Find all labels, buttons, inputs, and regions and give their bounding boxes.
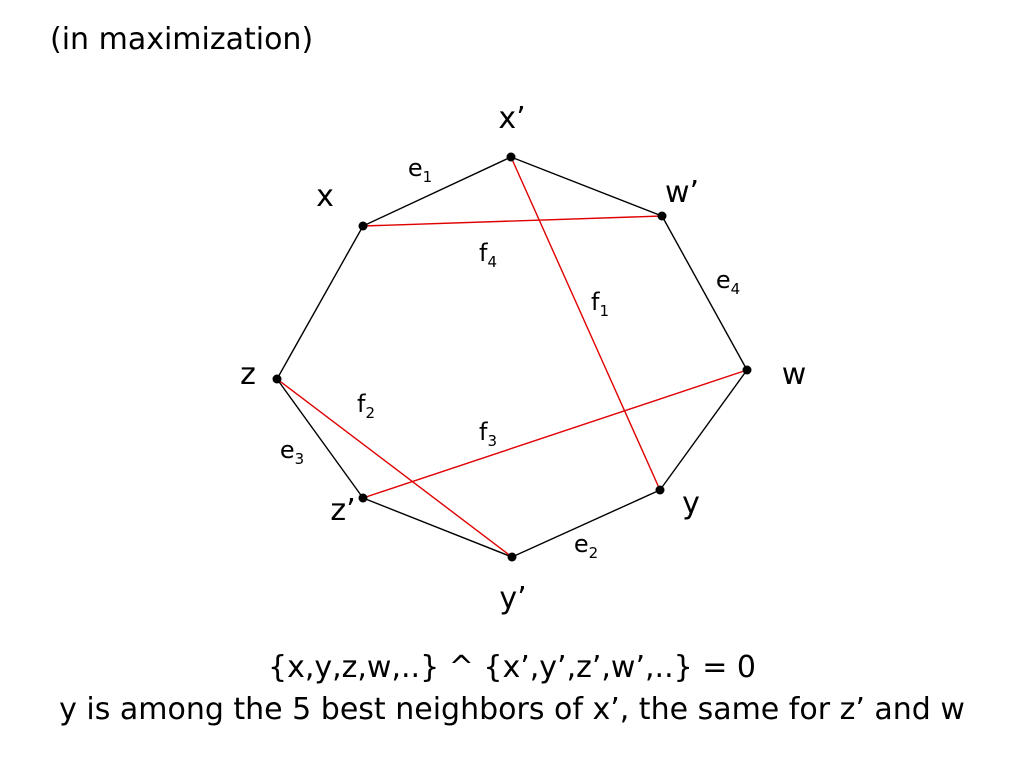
- exchange-edge-w-z-prime: [362, 369, 748, 499]
- node-w: [742, 365, 752, 375]
- slide-heading: (in maximization): [50, 22, 314, 57]
- tour-edge-z-prime-z: [276, 378, 364, 499]
- node-label-y: y: [682, 486, 700, 521]
- tour-edge-w-prime-w: [661, 215, 748, 371]
- node-label-w: w: [782, 357, 807, 392]
- exchange-edge-x-prime-y: [510, 156, 661, 491]
- exchange-edge-z-y-prime: [276, 378, 513, 558]
- node-label-x-prime: x’: [498, 101, 525, 136]
- node-z-prime: [358, 493, 368, 503]
- node-label-x: x: [316, 179, 334, 214]
- node-y-prime: [507, 552, 517, 562]
- exchange-edge-x-w-prime: [362, 215, 663, 227]
- node-label-z: z: [240, 357, 256, 392]
- tour-edge-x-x-prime: [362, 156, 512, 227]
- edge-label-f4: f4: [479, 239, 497, 271]
- node-w-prime: [657, 211, 667, 221]
- caption-line-2: y is among the 5 best neighbors of x’, t…: [59, 692, 965, 727]
- tour-edge-x-prime-w-prime: [510, 156, 663, 217]
- nodes: [272, 152, 752, 562]
- node-labels: x’ w’ w y y’ z’ z x: [240, 101, 806, 616]
- node-z: [272, 374, 282, 384]
- tour-edge-z-x: [276, 225, 364, 380]
- edge-label-e3: e3: [280, 436, 304, 468]
- edge-label-f3: f3: [479, 418, 497, 450]
- edge-label-e4: e4: [716, 266, 740, 298]
- node-label-z-prime: z’: [330, 493, 355, 528]
- tour-edge-y-prime-z-prime: [362, 497, 513, 558]
- node-label-w-prime: w’: [665, 175, 699, 210]
- tour-edge-y-y-prime: [511, 489, 661, 558]
- edge-label-e2: e2: [574, 530, 598, 562]
- node-x: [358, 221, 368, 231]
- edge-labels: e1 e4 e2 e3 f4 f1 f3 f2: [280, 154, 740, 562]
- edge-label-e1: e1: [408, 154, 432, 186]
- exchange-edges: [276, 156, 748, 558]
- tour-edges: [276, 156, 748, 558]
- node-x-prime: [506, 152, 516, 162]
- edge-label-f1: f1: [591, 288, 609, 320]
- node-y: [655, 485, 665, 495]
- caption-line-1: {x,y,z,w,..} ^ {x’,y’,z’,w’,..} = 0: [267, 650, 756, 685]
- node-label-y-prime: y’: [499, 581, 526, 616]
- edge-label-f2: f2: [357, 390, 375, 422]
- tour-edge-w-y: [659, 369, 748, 491]
